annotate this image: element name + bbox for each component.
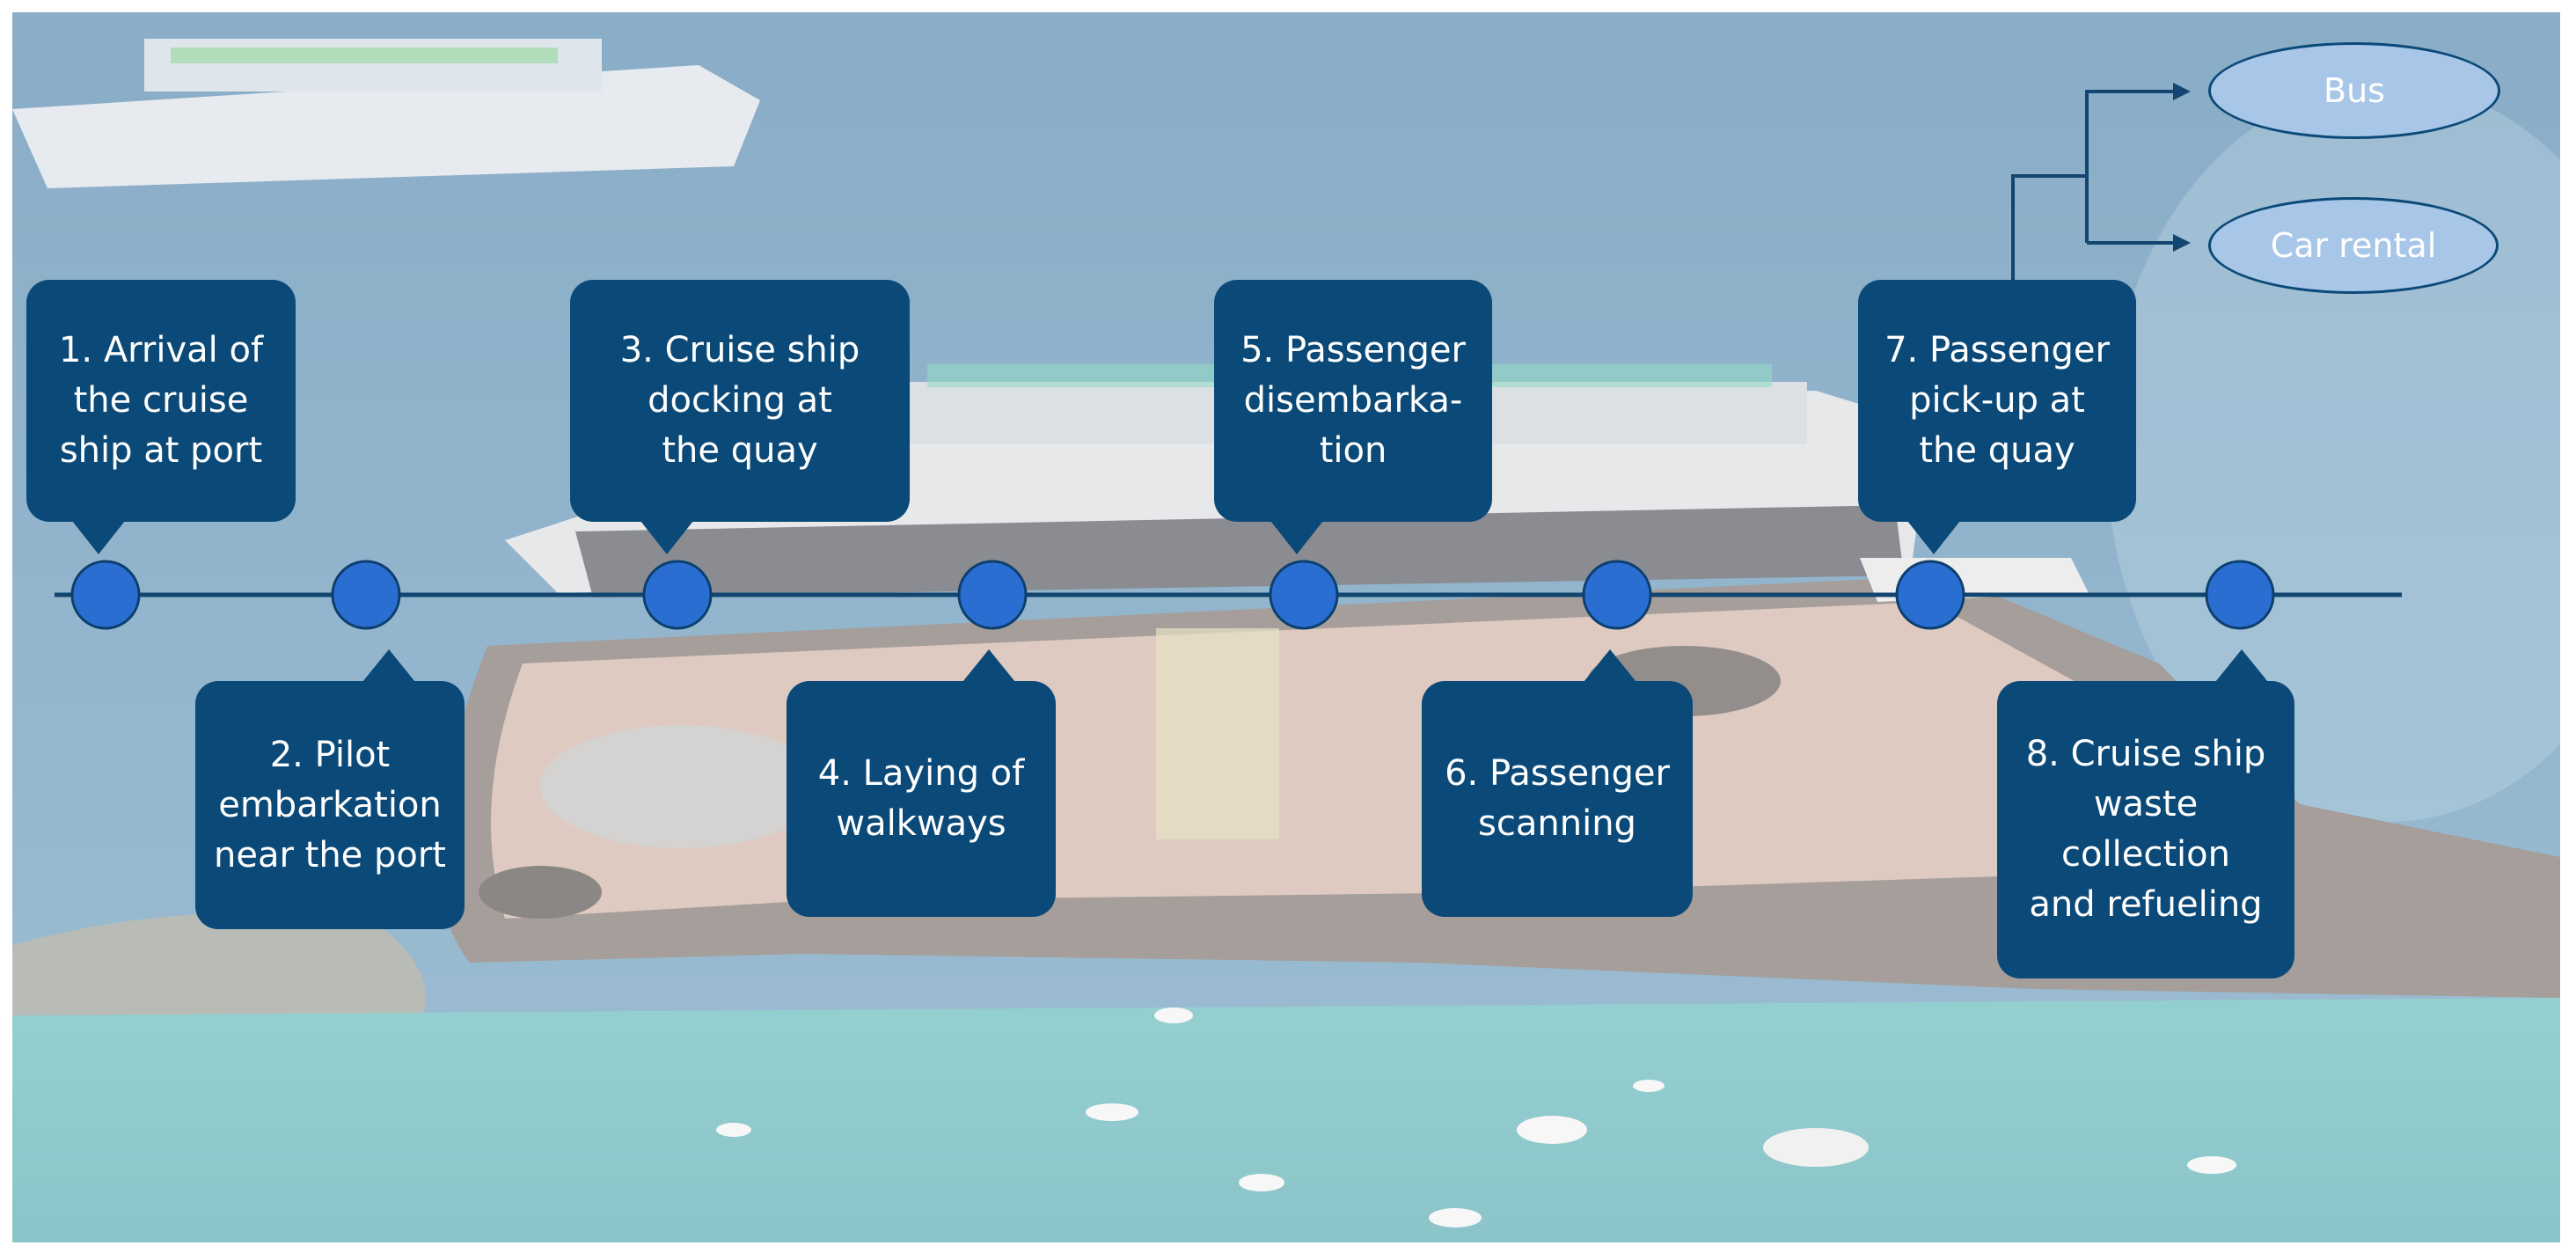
transport-connector [2011,90,2173,280]
step-3-box: 3. Cruise ship docking at the quay [570,280,910,522]
timeline-node-4 [957,560,1028,630]
step-6-box: 6. Passenger scanning [1422,681,1693,917]
timeline-node-1 [70,560,141,630]
step-7-pointer [1907,521,1960,554]
arrow-to-car-rental [2173,234,2191,252]
timeline-node-7 [1895,560,1965,630]
step-8-box: 8. Cruise ship waste collection and refu… [1997,681,2294,978]
step-8-pointer [2215,649,2268,682]
step-4-pointer [962,649,1015,682]
timeline-node-8 [2205,560,2275,630]
step-1-pointer [72,521,125,554]
bus-oval: Bus [2208,42,2500,139]
step-6-pointer [1584,649,1636,682]
timeline-node-3 [642,560,713,630]
step-5-box: 5. Passenger disembarka- tion [1214,280,1492,522]
step-5-pointer [1270,521,1323,554]
step-2-box: 2. Pilot embarkation near the port [195,681,465,929]
step-3-pointer [640,521,693,554]
step-1-box: 1. Arrival of the cruise ship at port [26,280,296,522]
car-rental-oval: Car rental [2208,197,2499,294]
step-4-box: 4. Laying of walkways [787,681,1056,917]
arrow-to-bus [2173,83,2191,100]
timeline-node-2 [331,560,401,630]
timeline-node-5 [1269,560,1339,630]
step-7-box: 7. Passenger pick-up at the quay [1858,280,2136,522]
timeline-node-6 [1582,560,1652,630]
step-2-pointer [362,649,415,682]
